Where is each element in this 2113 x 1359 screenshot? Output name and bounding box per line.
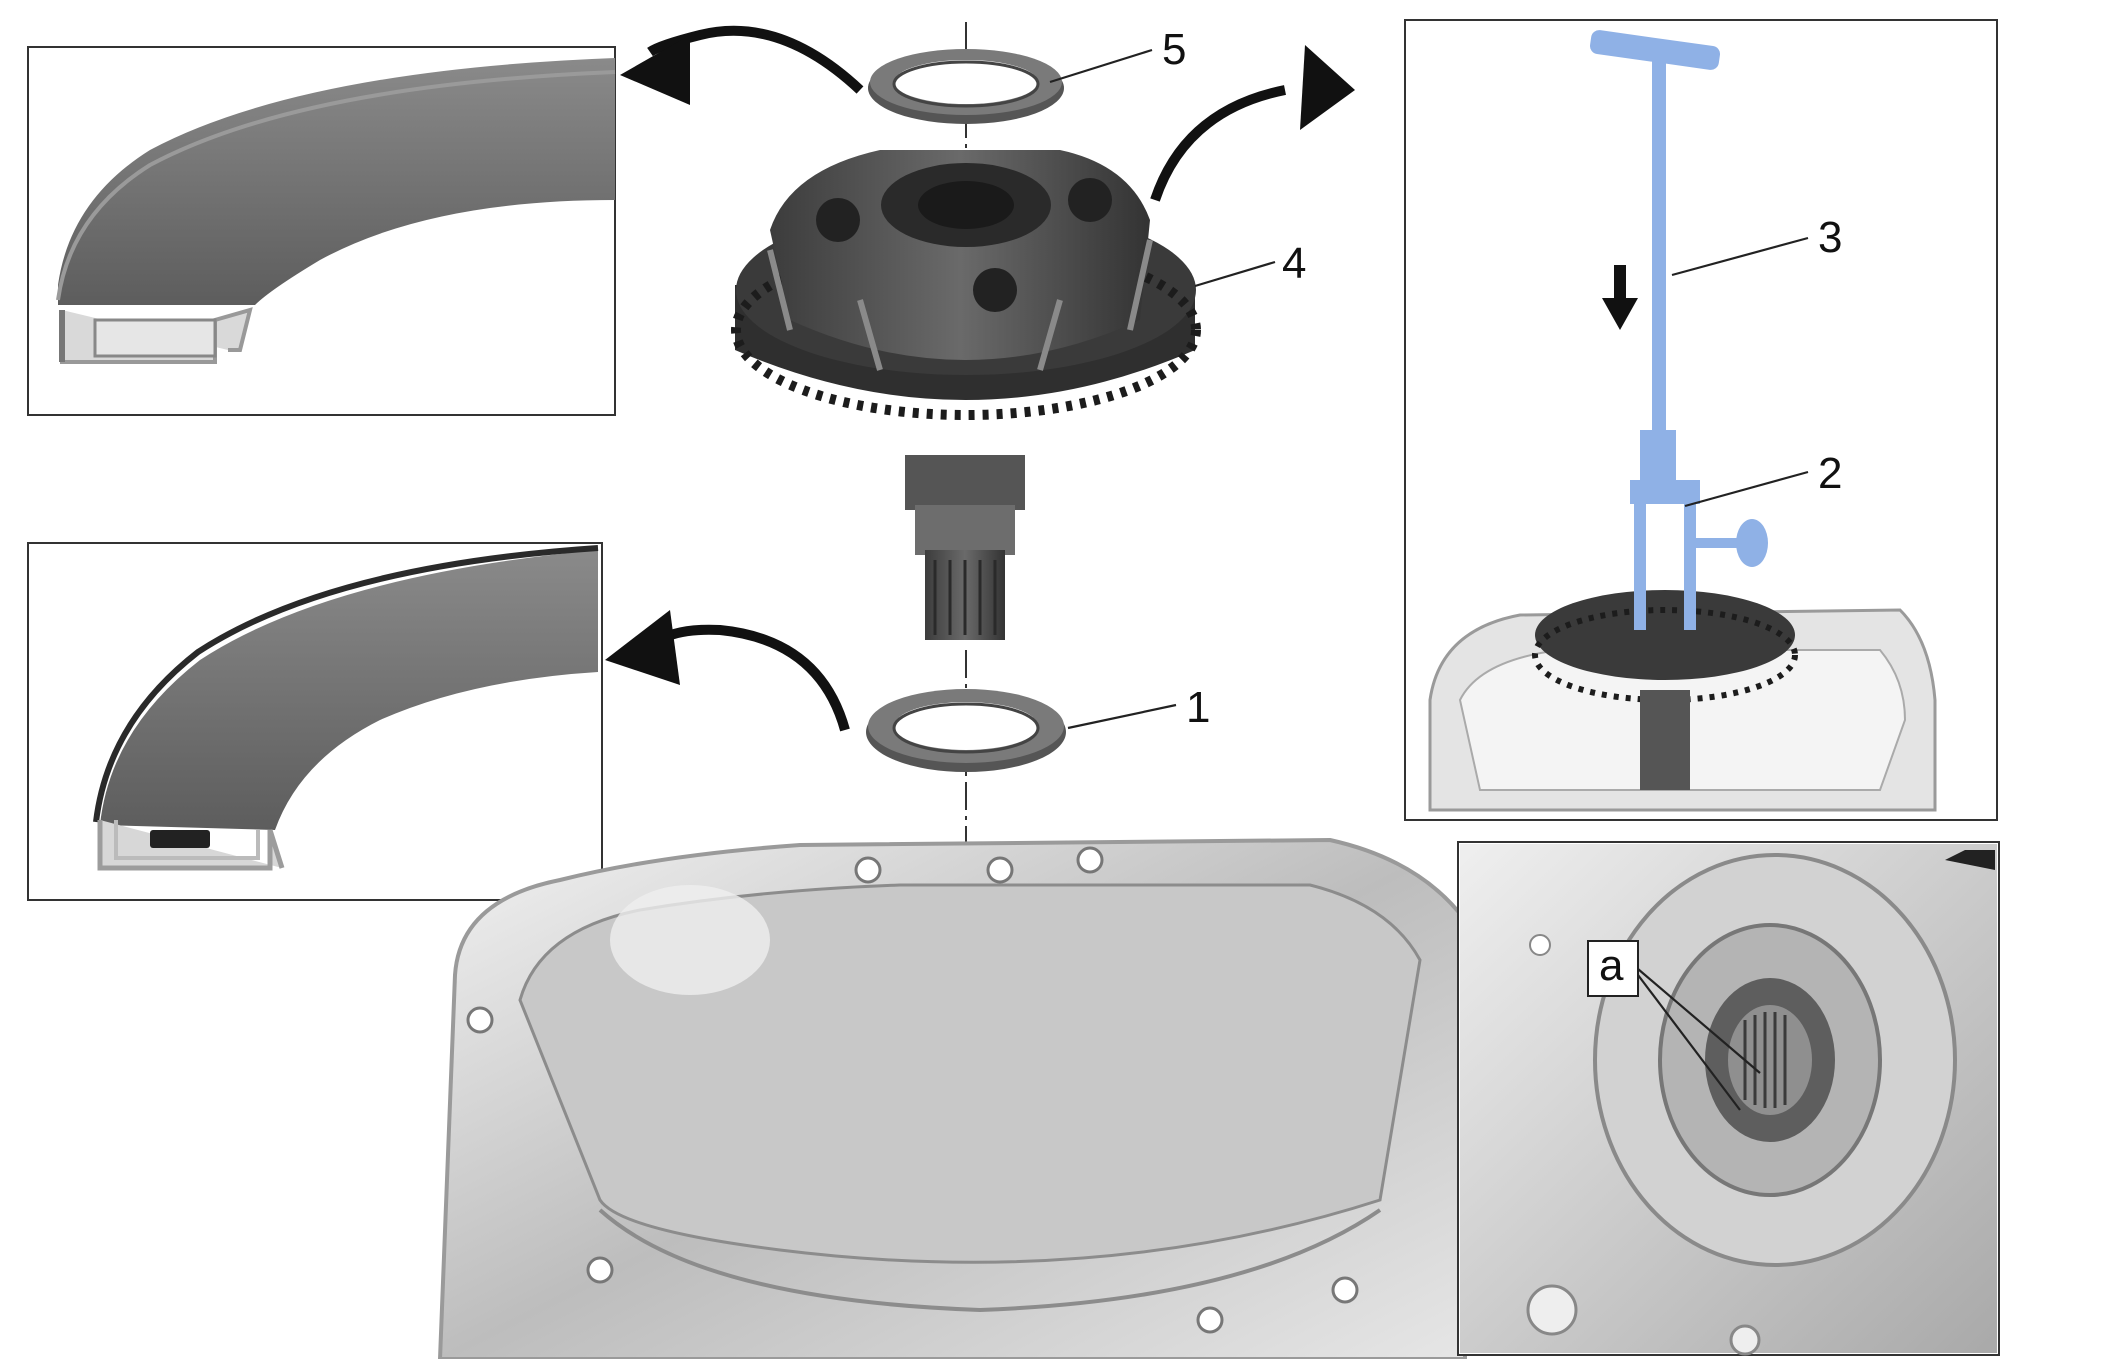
callout-4: 4: [1282, 239, 1306, 288]
planetary-gear-set: [731, 150, 1201, 640]
tool-installation-inset: [1404, 19, 1998, 821]
transmission-housing: [437, 837, 1467, 1359]
seal-detail-inset-bottom: [27, 542, 603, 901]
curved-arrow-icon: [605, 610, 850, 732]
callout-5: 5: [1162, 25, 1186, 74]
callout-2: 2: [1818, 449, 1842, 498]
seal-detail-inset-top: [27, 46, 616, 416]
callout-a-box: [1587, 940, 1639, 997]
thrust-washer-bottom: [866, 689, 1066, 772]
curved-arrow-icon: [1150, 45, 1355, 202]
down-arrow-icon: [1602, 265, 1638, 330]
thrust-washer-top: [868, 49, 1064, 124]
callout-3: 3: [1818, 213, 1842, 262]
leader-lines: [1049, 48, 1809, 1111]
callout-1: 1: [1186, 683, 1210, 732]
bearing-detail-inset: [1457, 841, 2000, 1356]
curved-arrow-icon: [620, 25, 864, 105]
callout-a: a: [1599, 941, 1624, 990]
